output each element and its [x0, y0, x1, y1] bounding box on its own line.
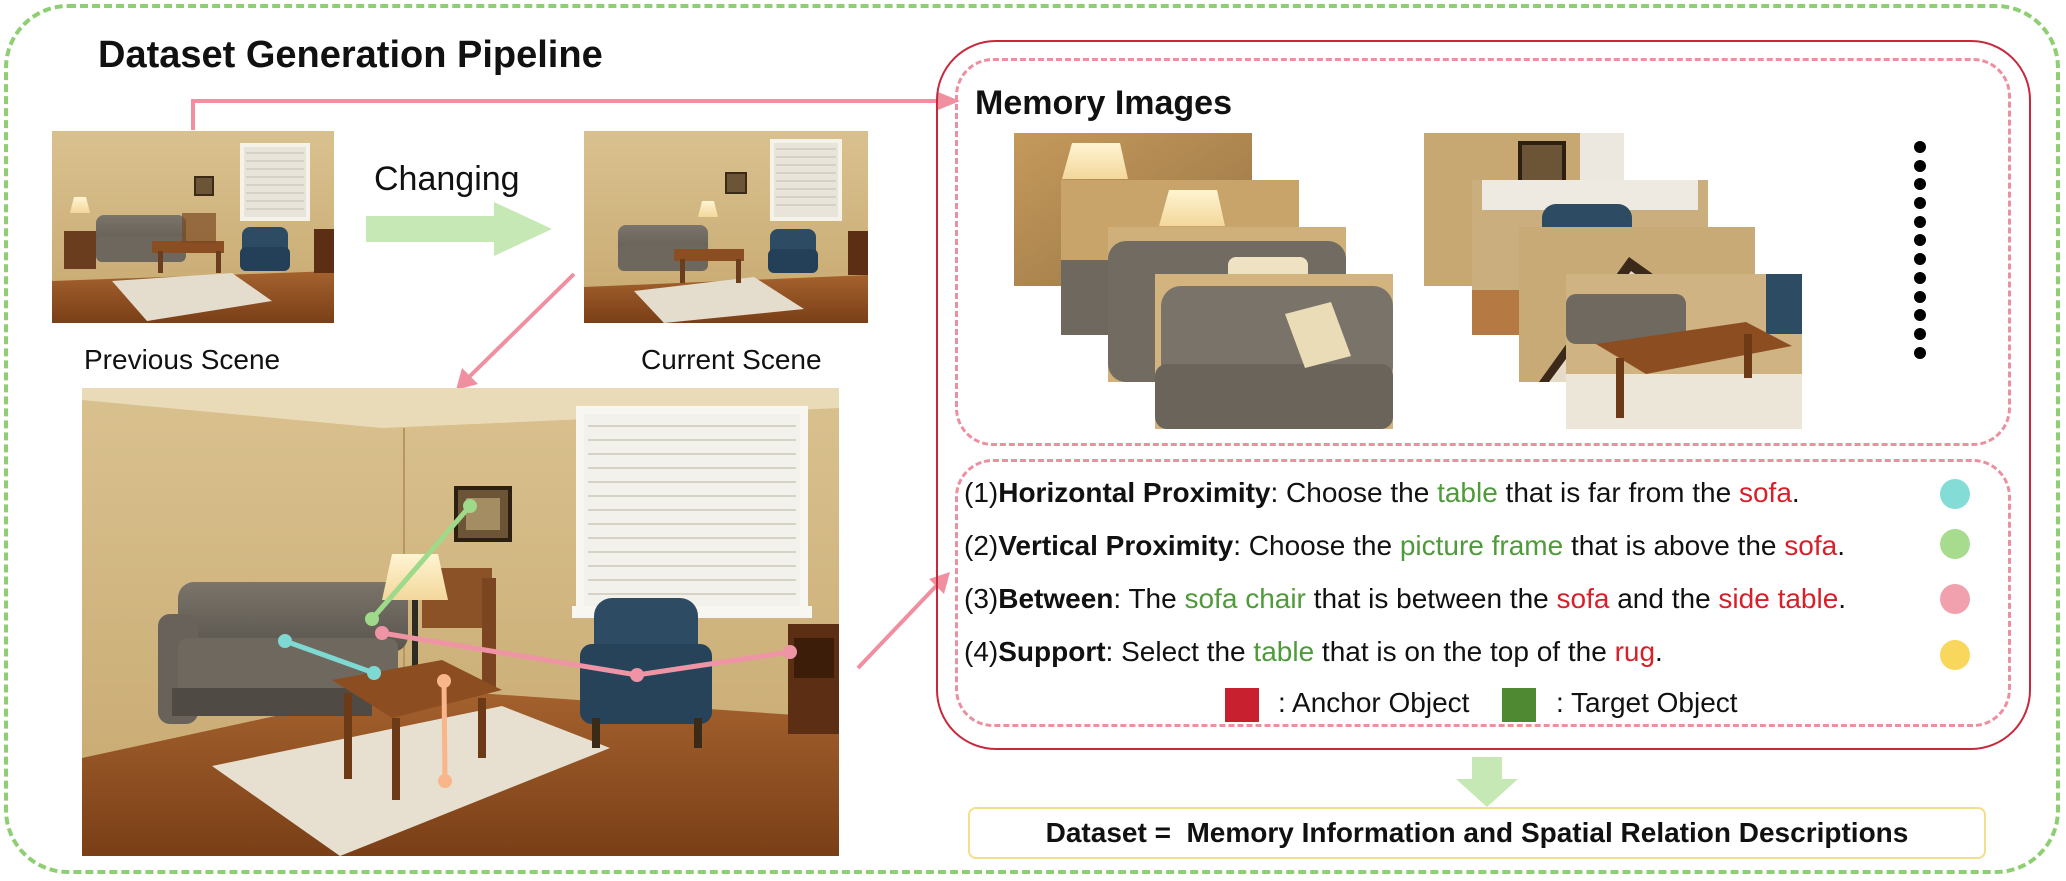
memory-image-8 [1566, 274, 1802, 429]
previous-scene-image [52, 131, 334, 323]
more-images-ellipsis [1914, 141, 1928, 365]
support-color-dot [1940, 640, 1970, 670]
changing-label: Changing [374, 160, 520, 198]
current-scene-image [584, 131, 868, 323]
relation-between: (3)Between: The sofa chair that is betwe… [964, 583, 1847, 614]
anchor-legend-swatch [1225, 688, 1259, 722]
target-legend-swatch [1502, 688, 1536, 722]
page-title: Dataset Generation Pipeline [98, 34, 603, 76]
dataset-definition-text: Dataset = Memory Information and Spatial… [1045, 817, 1909, 848]
relation-vertical: (2)Vertical Proximity: Choose the pictur… [964, 530, 1845, 561]
between-color-dot [1940, 584, 1970, 614]
outer-frame [4, 4, 2060, 874]
anchor-legend-label: : Anchor Object [1278, 687, 1470, 718]
relations-section [955, 459, 2011, 727]
dataset-arrow [1456, 757, 1518, 807]
previous-scene-label: Previous Scene [84, 344, 281, 375]
annotated-scene-image [82, 388, 839, 856]
relation-support: (4)Support: Select the table that is on … [964, 636, 1663, 667]
vertical-color-dot [1940, 529, 1970, 559]
memory-images-section [955, 58, 2011, 446]
relation-horizontal: (1)Horizontal Proximity: Choose the tabl… [964, 477, 1800, 508]
memory-images-title: Memory Images [975, 84, 1232, 122]
memory-image-4 [1155, 274, 1393, 429]
horizontal-color-dot [1940, 479, 1970, 509]
changing-arrow [366, 202, 552, 256]
right-panel [936, 40, 2031, 750]
dataset-definition-box: Dataset = Memory Information and Spatial… [968, 807, 1986, 859]
target-legend-label: : Target Object [1556, 687, 1738, 718]
current-scene-label: Current Scene [641, 344, 822, 375]
